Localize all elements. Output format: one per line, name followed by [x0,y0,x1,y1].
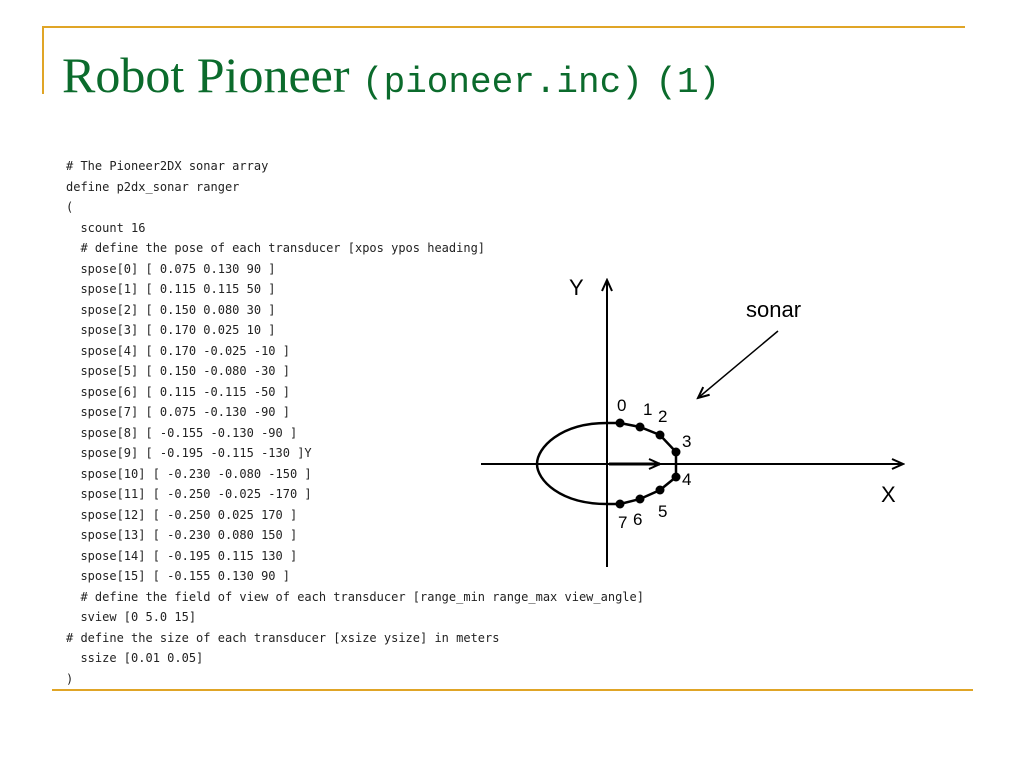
sonar-number-0: 0 [617,396,626,415]
sonar-dot-0 [615,418,625,428]
sonar-dot-5 [655,485,665,495]
sonar-dot-3 [671,447,681,457]
code-line: spose[1] [ 0.115 0.115 50 ] [66,282,276,296]
code-line: spose[3] [ 0.170 0.025 10 ] [66,323,276,337]
title-number: (1) [655,62,721,103]
sonar-label: sonar [746,297,801,322]
code-line: spose[12] [ -0.250 0.025 170 ] [66,507,298,522]
sonar-number-4: 4 [682,470,691,489]
code-line: spose[7] [ 0.075 -0.130 -90 ] [66,405,290,419]
code-line: spose[9] [ -0.195 -0.115 -130 ]Y [66,446,312,460]
code-line: scount 16 [66,220,146,235]
sonar-number-5: 5 [658,502,667,521]
code-line: define p2dx_sonar ranger [66,179,240,194]
code-line: spose[0] [ 0.075 0.130 90 ] [66,261,276,276]
sonar-dot-6 [635,494,645,504]
sonar-dot-7 [615,499,625,509]
code-line: spose[5] [ 0.150 -0.080 -30 ] [66,364,290,378]
code-line: sview [0 5.0 15] [66,610,197,624]
code-listing: # The Pioneer2DX sonar array define p2dx_… [66,156,644,689]
code-line: spose[2] [ 0.150 0.080 30 ] [66,302,276,317]
top-border-line [42,26,965,28]
title-code: (pioneer.inc) [361,62,643,103]
left-border-line [42,26,44,94]
title-main: Robot Pioneer [62,47,350,103]
code-line: # define the field of view of each trans… [66,589,644,604]
sonar-dot-2 [655,430,665,440]
code-line: # define the size of each transducer [xs… [66,630,500,645]
sonar-number-2: 2 [658,407,667,426]
sonar-pointer-arrow [698,330,779,398]
sonar-dot-1 [635,422,645,432]
bottom-border-line [52,689,973,691]
code-line: spose[6] [ 0.115 -0.115 -50 ] [66,384,290,399]
page-title: Robot Pioneer (pioneer.inc) (1) [62,40,720,118]
sonar-number-6: 6 [633,510,642,529]
sonar-number-3: 3 [682,432,691,451]
code-line: ) [66,671,74,686]
robot-outline [535,421,620,506]
sonar-dot-4 [671,472,681,482]
axis-y-label: Y [569,275,584,300]
code-line: spose[4] [ 0.170 -0.025 -10 ] [66,343,290,358]
code-line: # The Pioneer2DX sonar array [66,159,269,173]
code-line: spose[13] [ -0.230 0.080 150 ] [66,528,298,542]
code-line: spose[11] [ -0.250 -0.025 -170 ] [66,487,312,501]
sonar-number-7: 7 [618,513,627,532]
code-line: spose[10] [ -0.230 -0.080 -150 ] [66,466,312,481]
code-line: ( [66,200,74,214]
code-line: spose[15] [ -0.155 0.130 90 ] [66,569,290,583]
axis-x-label: X [881,482,896,507]
code-line: spose[14] [ -0.195 0.115 130 ] [66,548,298,563]
code-line: spose[8] [ -0.155 -0.130 -90 ] [66,425,298,440]
code-line: ssize [0.01 0.05] [66,651,204,665]
code-line: # define the pose of each transducer [xp… [66,241,486,255]
sonar-number-1: 1 [643,400,652,419]
